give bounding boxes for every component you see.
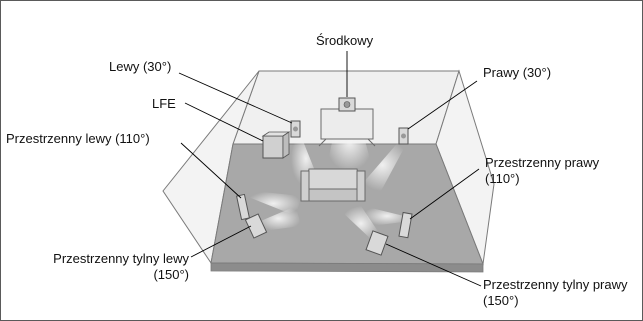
label-surround-right: Przestrzenny prawy (110°): [485, 155, 599, 187]
label-rear-left: Przestrzenny tylny lewy (150°): [17, 251, 189, 283]
speaker-center: [338, 97, 356, 112]
leader-lines: [178, 51, 482, 287]
leader-left: [178, 72, 293, 124]
label-rear-left-line1: Przestrzenny tylny lewy: [53, 251, 189, 266]
speaker-right: [398, 127, 409, 145]
leader-rear-left: [190, 225, 252, 258]
label-center: Środkowy: [316, 33, 374, 48]
speaker-surround-left: [235, 193, 251, 221]
label-rear-right: Przestrzenny tylny prawy (150°): [483, 277, 628, 309]
speaker-lfe: [261, 131, 291, 159]
speaker-rear-left: [244, 213, 268, 239]
leader-right: [407, 80, 478, 130]
label-rear-right-line1: Przestrzenny tylny prawy: [483, 277, 628, 292]
beam-right: [356, 139, 409, 191]
floor-edge: [210, 262, 484, 273]
label-lfe: LFE: [152, 96, 176, 111]
label-surround-right-line1: Przestrzenny prawy: [485, 155, 600, 170]
leader-rear-right: [385, 243, 482, 287]
beam-rear-left: [256, 206, 301, 231]
leader-surround-right: [409, 168, 480, 220]
label-surround-left: Przestrzenny lewy (110°): [6, 131, 150, 146]
speaker-left: [290, 120, 301, 138]
leader-lfe: [184, 102, 264, 142]
speaker-surround-right: [398, 211, 413, 239]
beam-rear-right: [341, 206, 381, 241]
label-rear-left-line2: (150°): [153, 267, 189, 282]
couch: [300, 168, 366, 202]
beam-surround-right: [363, 206, 411, 226]
label-rear-right-line2: (150°): [483, 293, 519, 308]
label-surround-right-line2: (110°): [485, 171, 520, 186]
label-left: Lewy (30°): [109, 59, 172, 74]
speaker-rear-right: [365, 230, 389, 256]
label-right: Prawy (30°): [483, 65, 552, 80]
leader-surround-left: [180, 142, 242, 199]
